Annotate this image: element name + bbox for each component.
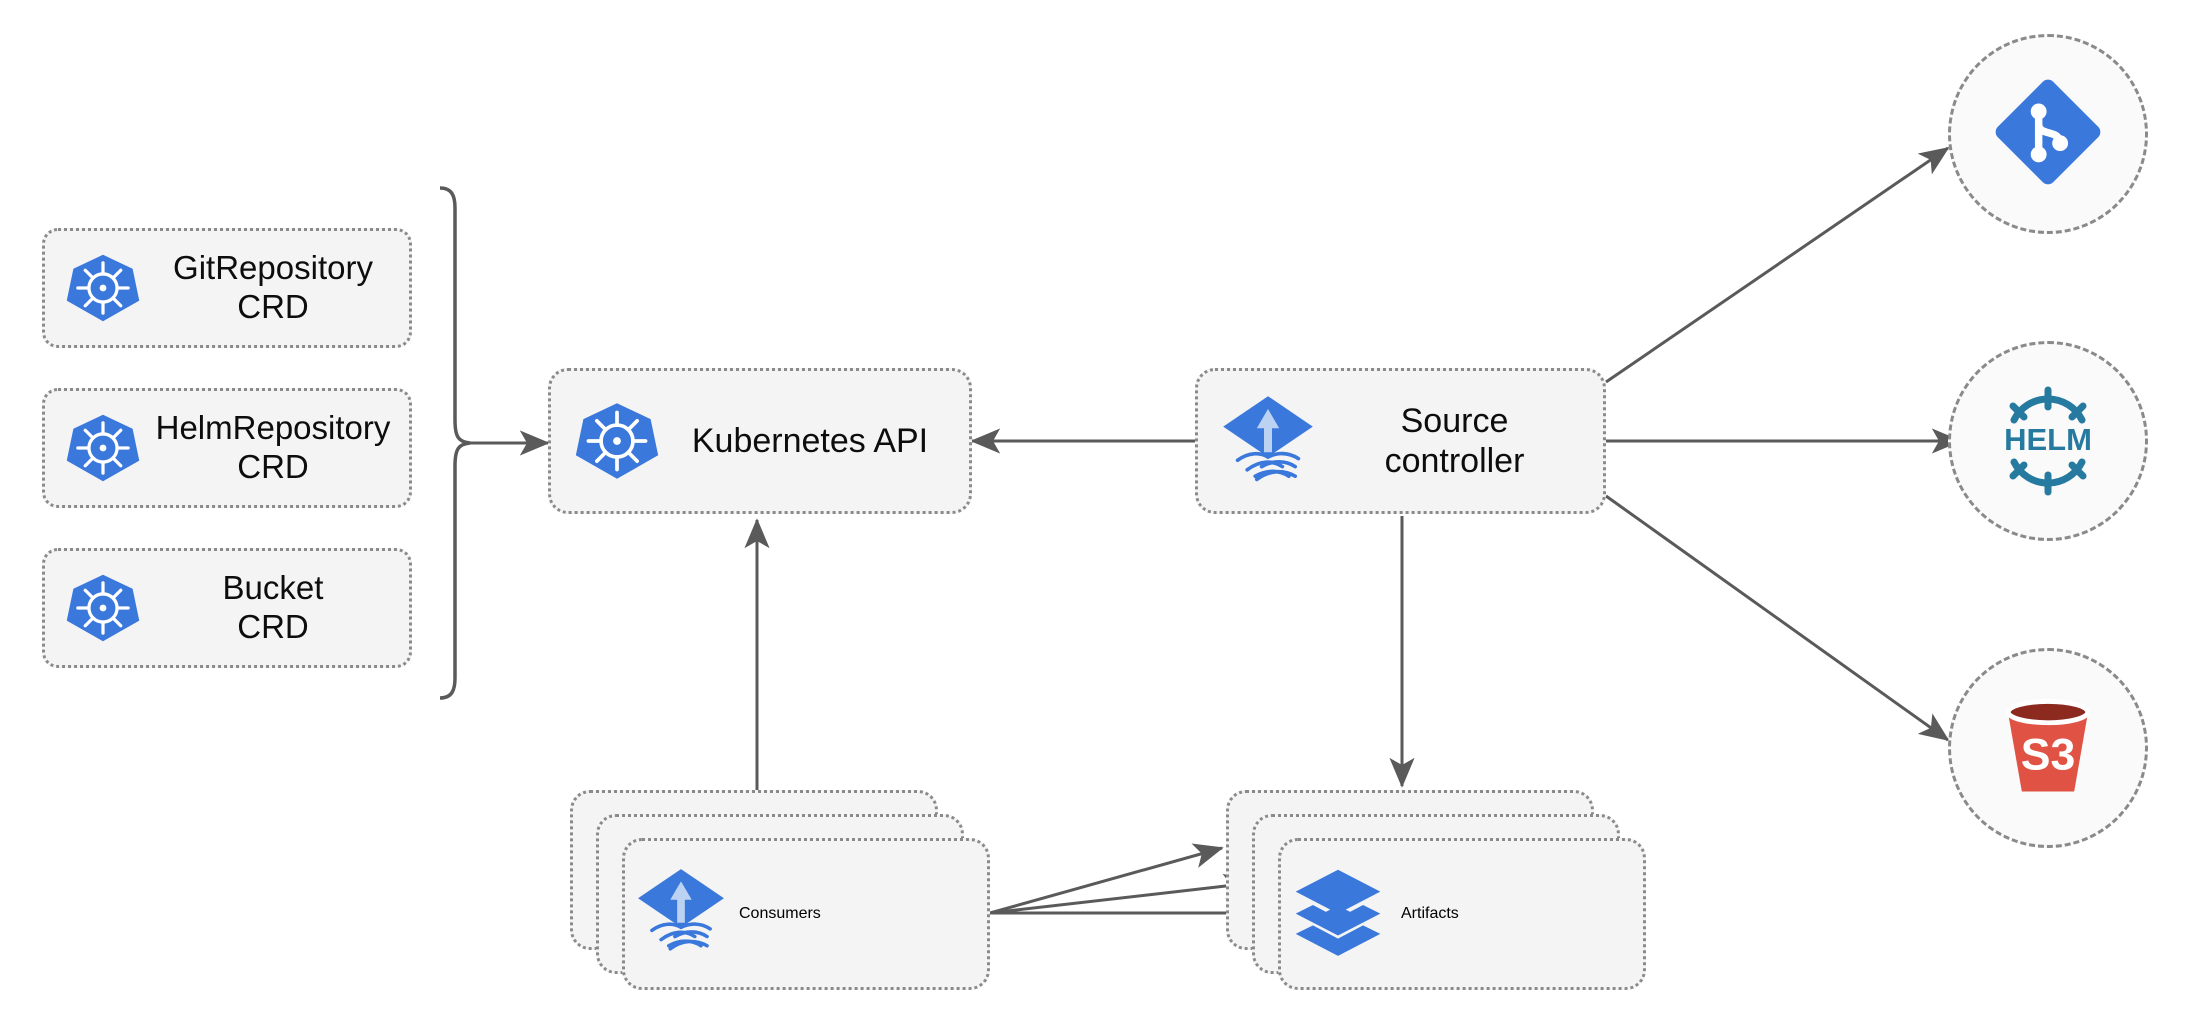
artifacts-card-front[interactable]: Artifacts (1278, 838, 1646, 990)
source-controller-label: Source controller (1384, 401, 1525, 480)
flux-icon (635, 866, 739, 963)
wire-source-controller-to-git (1605, 146, 1950, 384)
crd-card-label: HelmRepository CRD (155, 409, 391, 485)
external-source-git[interactable] (1948, 34, 2148, 234)
consumers-card-front[interactable]: Consumers (622, 838, 990, 990)
kubernetes-icon (565, 399, 669, 483)
kubernetes-icon (55, 571, 151, 645)
kubernetes-icon (55, 251, 151, 325)
artifacts-label: Artifacts (1401, 905, 1459, 922)
git-icon (1992, 76, 2104, 193)
external-source-helm[interactable]: HELM (1948, 341, 2148, 541)
kubernetes-icon (55, 411, 151, 485)
consumers-label: Consumers (739, 905, 821, 922)
kubernetes-api-label: Kubernetes API (691, 421, 929, 460)
source-controller-box[interactable]: Source controller (1195, 368, 1606, 514)
helm-icon: HELM (1983, 376, 2113, 506)
wire-consumers-to-artifacts-mid (989, 873, 1254, 915)
crd-card-bucket[interactable]: Bucket CRD (42, 548, 412, 668)
external-source-s3[interactable]: S3 (1948, 648, 2148, 848)
kubernetes-api-box[interactable]: Kubernetes API (548, 368, 972, 514)
crd-card-label: Bucket CRD (222, 569, 324, 645)
artifacts-stack[interactable]: Artifacts (1226, 790, 1666, 990)
crd-card-helmrepository[interactable]: HelmRepository CRD (42, 388, 412, 508)
crd-card-gitrepository[interactable]: GitRepository CRD (42, 228, 412, 348)
crd-card-label: GitRepository CRD (173, 249, 373, 325)
helm-wordmark: HELM (2004, 422, 2092, 457)
wire-consumers-to-artifacts-back (989, 843, 1224, 915)
s3-icon: S3 (1985, 683, 2111, 814)
wire-source-controller-to-s3 (1605, 494, 1950, 742)
consumers-stack[interactable]: Consumers (570, 790, 990, 990)
s3-wordmark: S3 (2021, 730, 2076, 779)
layers-icon (1291, 865, 1401, 964)
flux-icon (1212, 393, 1324, 489)
crd-group-bracket (439, 186, 471, 700)
